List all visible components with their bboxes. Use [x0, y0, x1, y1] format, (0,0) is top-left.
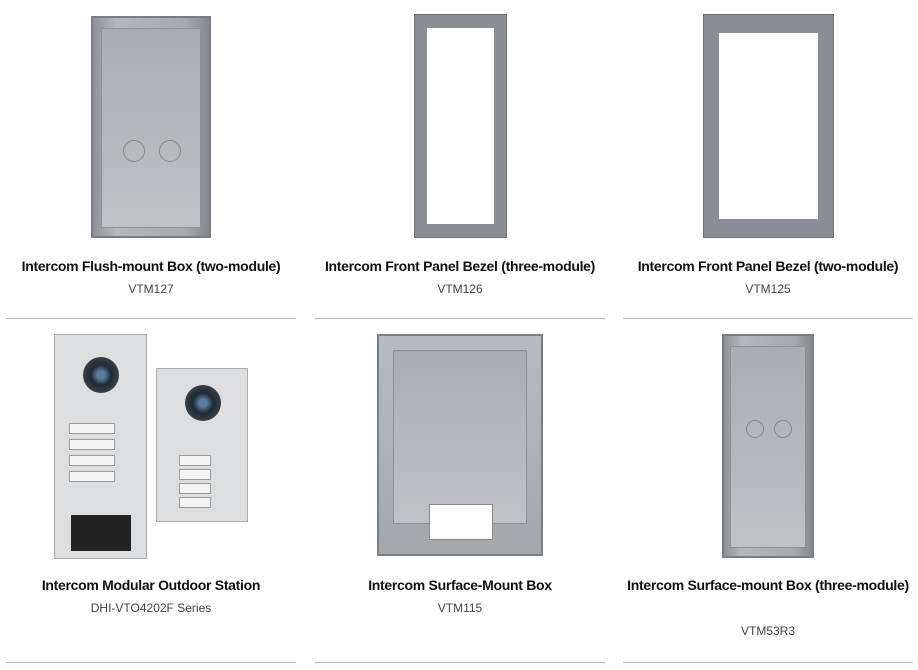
- product-code: VTM126: [437, 282, 483, 296]
- product-code: VTM53R3: [740, 624, 796, 638]
- product-code: VTM127: [128, 282, 174, 296]
- divider: [623, 318, 913, 319]
- product-code: VTM115: [437, 601, 483, 615]
- divider: [315, 662, 605, 663]
- product-title[interactable]: Intercom Modular Outdoor Station: [41, 577, 261, 593]
- product-code: VTM125: [745, 282, 791, 296]
- product-image[interactable]: [315, 14, 605, 238]
- divider: [6, 662, 296, 663]
- product-title[interactable]: Intercom Surface-Mount Box: [368, 577, 552, 593]
- product-title[interactable]: Intercom Surface-mount Box (three-module…: [627, 577, 909, 593]
- product-image[interactable]: [315, 334, 605, 556]
- divider: [6, 318, 296, 319]
- product-image[interactable]: [623, 14, 913, 238]
- product-image[interactable]: [623, 334, 913, 558]
- product-title[interactable]: Intercom Flush-mount Box (two-module): [21, 258, 281, 274]
- product-image[interactable]: [6, 334, 296, 559]
- product-title[interactable]: Intercom Front Panel Bezel (two-module): [637, 258, 899, 274]
- product-code: DHI-VTO4202F Series: [90, 601, 212, 615]
- divider: [315, 318, 605, 319]
- product-title[interactable]: Intercom Front Panel Bezel (three-module…: [324, 258, 596, 274]
- divider: [623, 662, 913, 663]
- product-image[interactable]: [6, 16, 296, 238]
